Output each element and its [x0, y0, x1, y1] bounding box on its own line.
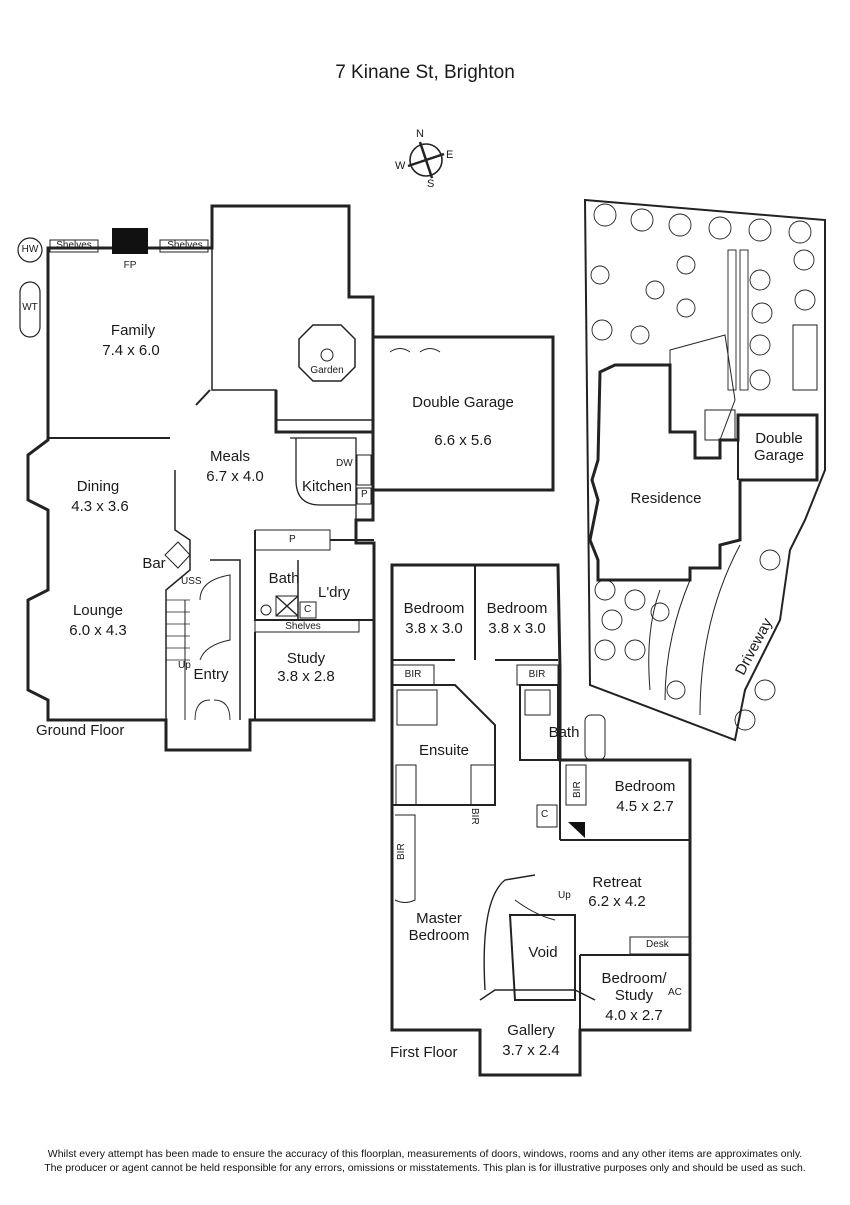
- gallery-size: 3.7 x 2.4: [502, 1042, 560, 1059]
- desk-label: Desk: [646, 939, 669, 950]
- uss-label: USS: [181, 576, 202, 587]
- bar-room-name: Bar: [142, 555, 166, 572]
- first-floor-walls: [390, 563, 692, 1077]
- kitchen-room-name: Kitchen: [301, 478, 353, 495]
- bir4-label: BIR: [396, 843, 407, 860]
- bedroom2-name: Bedroom: [486, 600, 548, 617]
- lounge-room-name: Lounge: [72, 602, 124, 619]
- shelves-left-label: Shelves: [56, 240, 92, 251]
- site-plan: [583, 198, 826, 742]
- disclaimer: Whilst every attempt has been made to en…: [0, 1148, 850, 1175]
- compass-south: S: [427, 178, 435, 190]
- site-garage-label: Double Garage: [753, 430, 805, 465]
- bir5-label: BIR: [572, 781, 583, 798]
- bedroom2-size: 3.8 x 3.0: [488, 620, 546, 637]
- ground-floor-label: Ground Floor: [36, 722, 125, 739]
- plan-title: 7 Kinane St, Brighton: [335, 62, 515, 83]
- disclaimer-line-1: Whilst every attempt has been made to en…: [47, 1148, 803, 1160]
- stair-up-first-label: Up: [558, 890, 571, 901]
- gallery-name: Gallery: [507, 1022, 555, 1039]
- bedroom3-name: Bedroom: [614, 778, 676, 795]
- dw-label: DW: [336, 458, 353, 469]
- stair-marker-icon: [568, 822, 585, 838]
- bir1-label: BIR: [404, 669, 422, 680]
- compass-north: N: [416, 128, 424, 140]
- pantry-kitchen-label: P: [361, 489, 368, 500]
- garage-room-size: 6.6 x 5.6: [434, 432, 492, 449]
- study-room-name: Study: [286, 650, 326, 667]
- residence-label: Residence: [630, 490, 702, 507]
- garage-room-name: Double Garage: [412, 394, 514, 411]
- fp-label: FP: [123, 260, 137, 271]
- disclaimer-line-2: The producer or agent cannot be held res…: [44, 1161, 806, 1174]
- bir2-label: BIR: [528, 669, 546, 680]
- compass-icon: [407, 141, 445, 179]
- meals-room-size: 6.7 x 4.0: [206, 468, 264, 485]
- garden-label: Garden: [310, 365, 344, 376]
- shelves-study-label: Shelves: [285, 621, 321, 632]
- laundry-room-name: L'dry: [317, 584, 351, 601]
- lounge-room-size: 6.0 x 4.3: [69, 622, 127, 639]
- entry-room-name: Entry: [193, 666, 229, 683]
- bath-room-name: Bath: [268, 570, 300, 587]
- retreat-name: Retreat: [592, 874, 642, 891]
- ensuite-name: Ensuite: [418, 742, 470, 759]
- tree-icons: [590, 203, 816, 731]
- retreat-size: 6.2 x 4.2: [588, 893, 646, 910]
- dining-room-name: Dining: [76, 478, 120, 495]
- cupboard-first-label: C: [541, 809, 549, 820]
- meals-room-name: Meals: [209, 448, 251, 465]
- ground-floor-walls: [17, 204, 555, 752]
- hw-label: HW: [21, 244, 39, 255]
- compass-west: W: [395, 160, 406, 172]
- stair-up-label: Up: [178, 660, 191, 671]
- dining-room-size: 4.3 x 3.6: [71, 498, 129, 515]
- bedroom-study-size: 4.0 x 2.7: [605, 1007, 663, 1024]
- bath-first-name: Bath: [548, 724, 580, 741]
- cupboard-bath-label: C: [304, 604, 312, 615]
- fireplace-icon: [112, 228, 148, 254]
- compass-east: E: [446, 149, 454, 161]
- shelves-right-label: Shelves: [167, 240, 203, 251]
- pantry-bath-label: P: [289, 534, 296, 545]
- family-room-name: Family: [110, 322, 156, 339]
- bir3-label: BIR: [469, 808, 480, 825]
- bedroom-study-name: Bedroom/ Study: [601, 970, 667, 1005]
- bedroom1-size: 3.8 x 3.0: [405, 620, 463, 637]
- master-bedroom-name: Master Bedroom: [408, 910, 470, 945]
- ac-label: AC: [668, 987, 682, 998]
- bedroom3-size: 4.5 x 2.7: [616, 798, 674, 815]
- study-room-size: 3.8 x 2.8: [277, 668, 335, 685]
- void-name: Void: [528, 944, 558, 961]
- family-room-size: 7.4 x 6.0: [102, 342, 160, 359]
- bedroom1-name: Bedroom: [403, 600, 465, 617]
- first-floor-label: First Floor: [390, 1044, 458, 1061]
- wt-label: WT: [22, 302, 38, 313]
